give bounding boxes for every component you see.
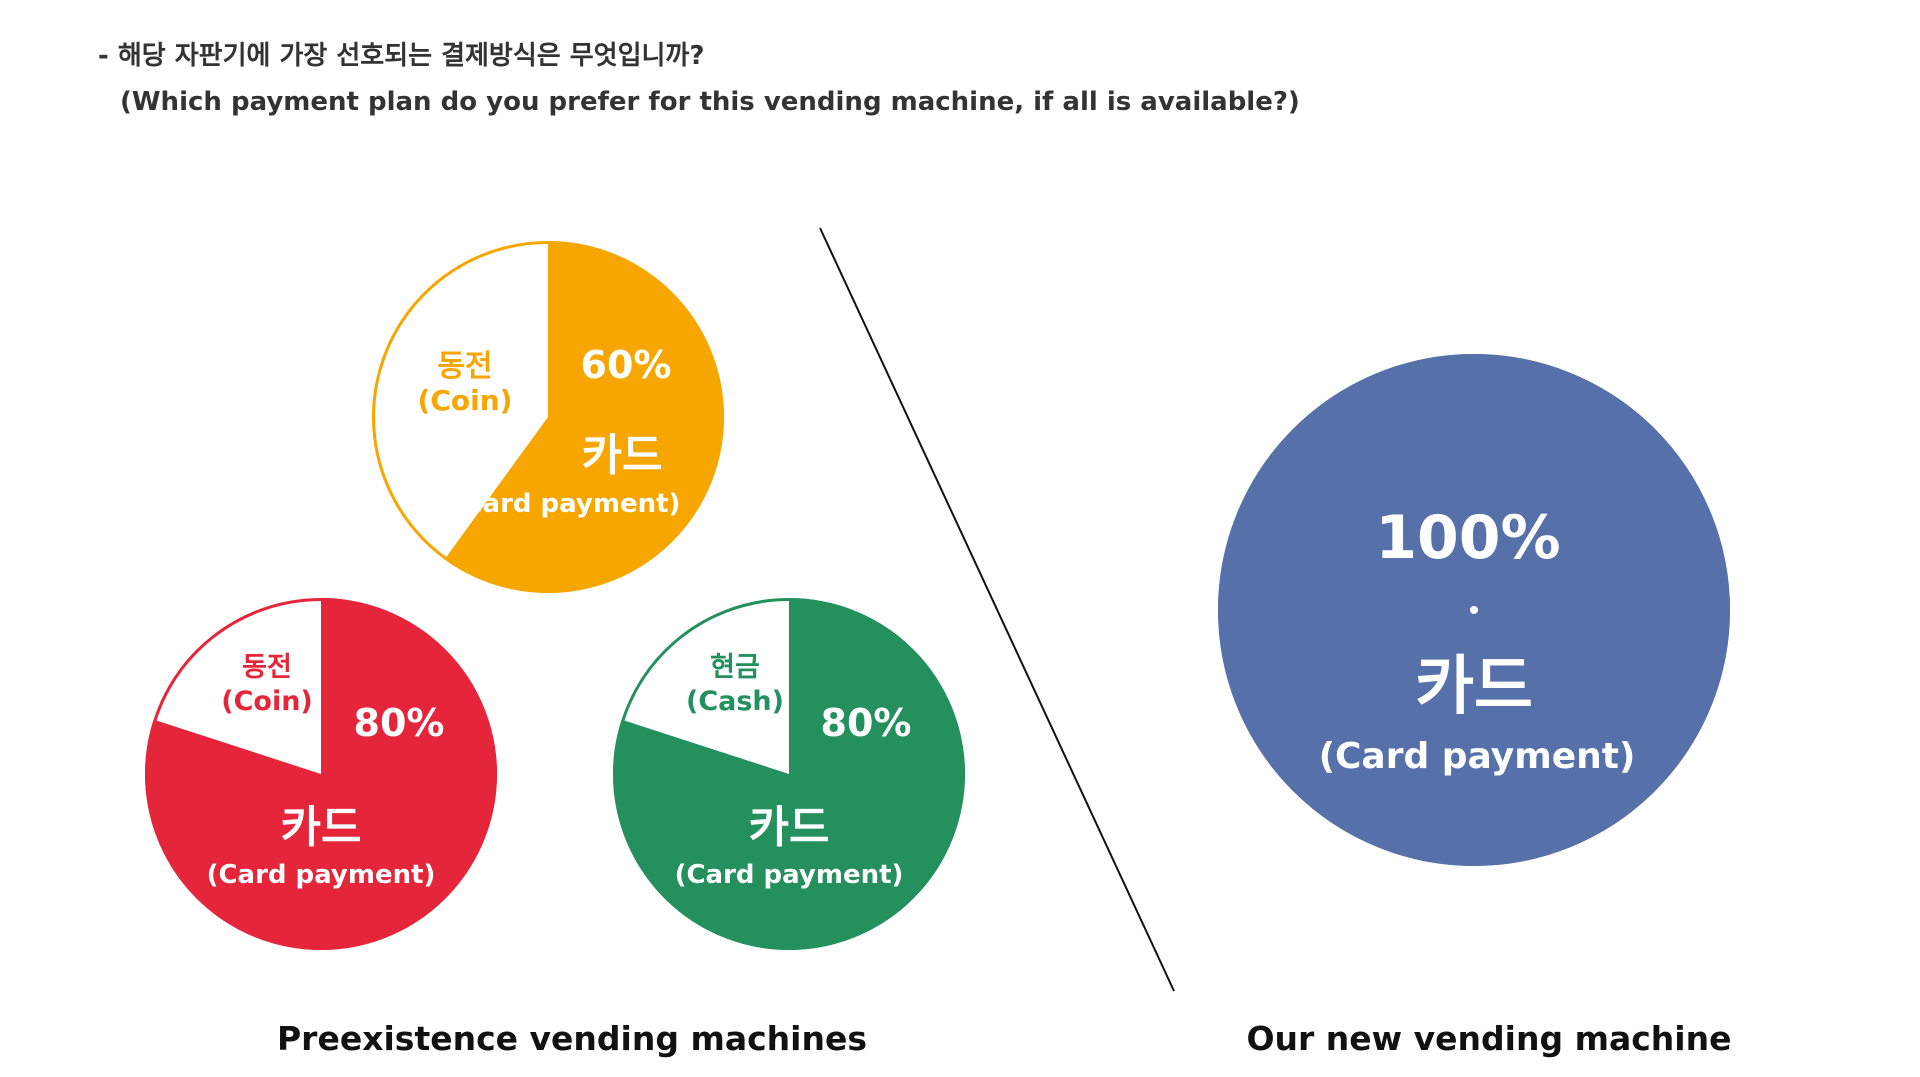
caption-new: Our new vending machine xyxy=(1247,1019,1732,1058)
pie4-percent: 100% xyxy=(1375,503,1560,573)
question-english: (Which payment plan do you prefer for th… xyxy=(120,87,1300,117)
pie1-coin-ko: 동전 xyxy=(437,349,492,384)
pie2-percent: 80% xyxy=(354,701,445,745)
pie-1-card-slice xyxy=(444,241,725,593)
question-korean: - 해당 자판기에 가장 선호되는 결제방식은 무엇입니까? xyxy=(98,41,704,71)
pie1-percent: 60% xyxy=(581,343,672,387)
divider-line xyxy=(819,227,1175,992)
pie4-dot xyxy=(1470,606,1478,614)
pie-3-card-slice xyxy=(613,598,966,950)
pie2-card-en: (Card payment) xyxy=(207,860,436,890)
pie1-card-en: (Card payment) xyxy=(452,489,681,519)
caption-preexisting: Preexistence vending machines xyxy=(277,1019,867,1058)
pie1-coin-en: (Coin) xyxy=(418,384,513,417)
pie-2-card-slice xyxy=(145,598,498,951)
pie3-cash-ko: 현금 xyxy=(710,652,760,683)
pie1-card-ko: 카드 xyxy=(582,430,663,481)
pie3-percent: 80% xyxy=(821,701,912,745)
pie3-card-ko: 카드 xyxy=(749,802,830,853)
pie3-card-en: (Card payment) xyxy=(675,860,904,890)
pie4-card-ko: 카드 xyxy=(1415,650,1533,724)
pie2-coin-ko: 동전 xyxy=(242,652,292,683)
pie2-coin-en: (Coin) xyxy=(221,686,313,717)
pie2-card-ko: 카드 xyxy=(281,802,362,853)
pie3-cash-en: (Cash) xyxy=(686,686,784,717)
pie4-card-en: (Card payment) xyxy=(1319,736,1636,777)
